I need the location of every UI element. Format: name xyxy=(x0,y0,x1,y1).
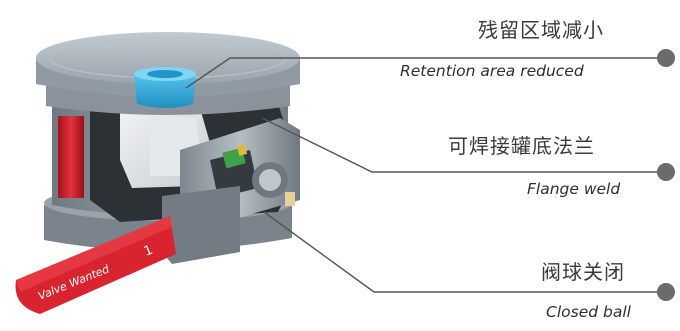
leader-line-closed-ball xyxy=(263,211,660,293)
leader-line-retention xyxy=(185,57,660,89)
callout-3-en: Closed ball xyxy=(546,303,631,321)
leader-line-flange xyxy=(261,117,660,173)
leader-lines xyxy=(185,57,660,293)
callout-dot-retention xyxy=(657,49,675,67)
red-support-post xyxy=(58,116,84,198)
callout-2-en: Flange weld xyxy=(527,180,621,198)
callout-1-en: Retention area reduced xyxy=(400,62,584,80)
callout-3-zh: 阀球关闭 xyxy=(541,260,625,284)
blue-retention-insert xyxy=(134,67,196,108)
callout-dot-flange xyxy=(657,163,675,181)
callout-dot-closed-ball xyxy=(657,283,675,301)
callout-2-zh: 可焊接罐底法兰 xyxy=(448,134,595,158)
handle-stem-block xyxy=(162,186,240,264)
callout-1-zh: 残留区域减小 xyxy=(478,18,604,42)
